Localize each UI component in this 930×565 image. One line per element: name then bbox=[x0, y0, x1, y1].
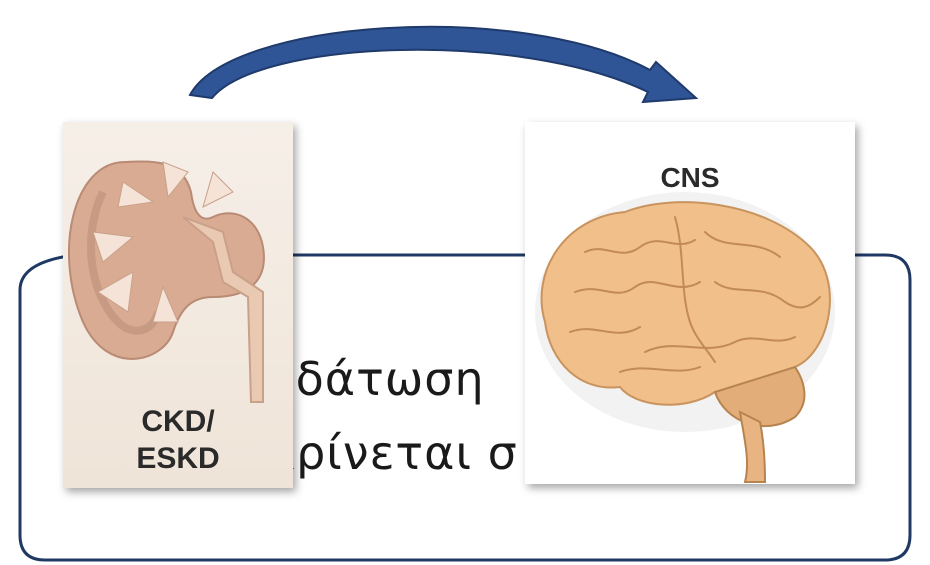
kidney-image: CKD/ ESKD bbox=[63, 122, 293, 488]
brain-label: CNS bbox=[525, 162, 855, 194]
kidney-label-line1: CKD/ bbox=[63, 405, 293, 439]
arrow-shape bbox=[190, 27, 696, 102]
kidney-label-line2: ESKD bbox=[63, 442, 293, 476]
brain-image: CNS bbox=[525, 122, 855, 484]
